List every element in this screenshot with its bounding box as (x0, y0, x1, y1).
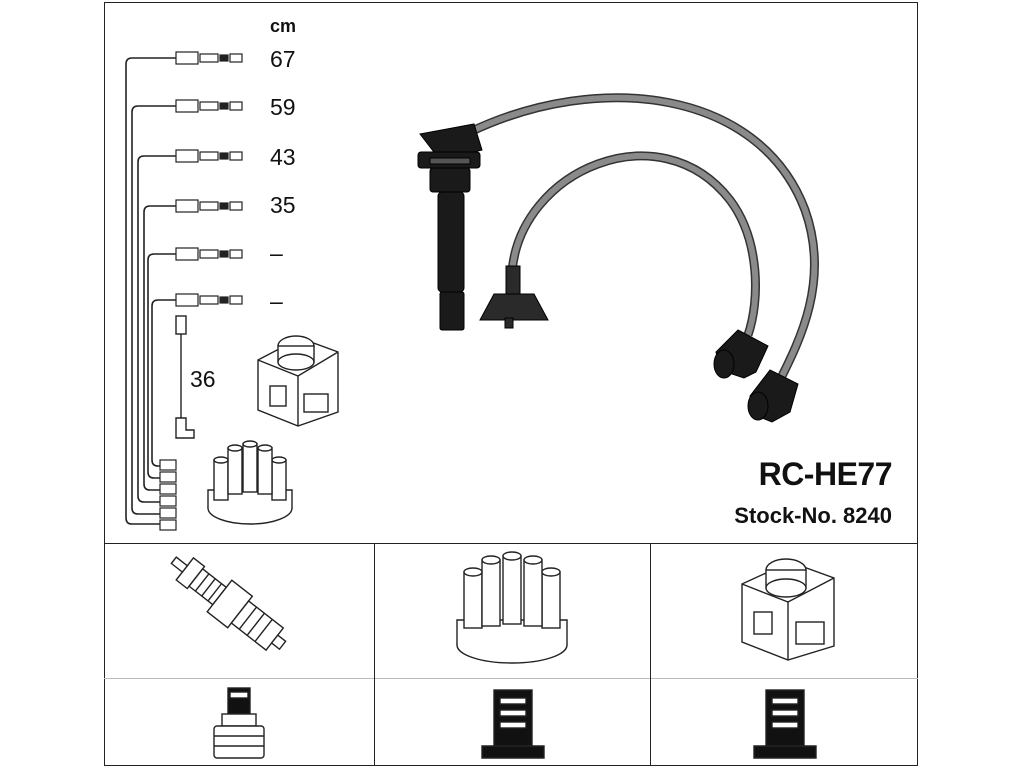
coil-lead (175, 315, 195, 439)
length-label: – (270, 288, 283, 314)
stock-number: Stock-No. 8240 (734, 503, 892, 528)
ignition-lead-set (417, 93, 819, 423)
length-label: 35 (270, 192, 296, 218)
length-unit: cm (270, 16, 297, 36)
ignition-coil-icon (257, 335, 339, 427)
lead-connectors (175, 51, 243, 307)
distributor-cap-icon (456, 551, 568, 664)
length-label: 43 (270, 144, 296, 170)
coil-lead-length: 36 (190, 366, 216, 392)
column-divider (650, 543, 651, 766)
diagram-frame (104, 2, 918, 766)
distributor-boot-icon (481, 689, 545, 759)
spark-plug-icon (170, 556, 287, 652)
length-label: – (270, 240, 283, 266)
product-code: RC-HE77 (758, 456, 893, 492)
coil-connector (479, 265, 549, 329)
cable-schematic (125, 57, 176, 525)
section-divider (104, 543, 918, 544)
distributor-cap-icon (207, 440, 293, 525)
spark-plug-boot-icon (213, 687, 265, 759)
spark-plug-boot (417, 123, 483, 331)
length-label: 59 (270, 94, 296, 120)
ignition-coil-icon (741, 558, 835, 661)
lead-terminals (159, 459, 177, 531)
length-label: 67 (270, 46, 296, 72)
coil-boot-icon (753, 689, 817, 759)
angled-boot (713, 329, 799, 423)
row-divider (104, 678, 918, 679)
column-divider (374, 543, 375, 766)
